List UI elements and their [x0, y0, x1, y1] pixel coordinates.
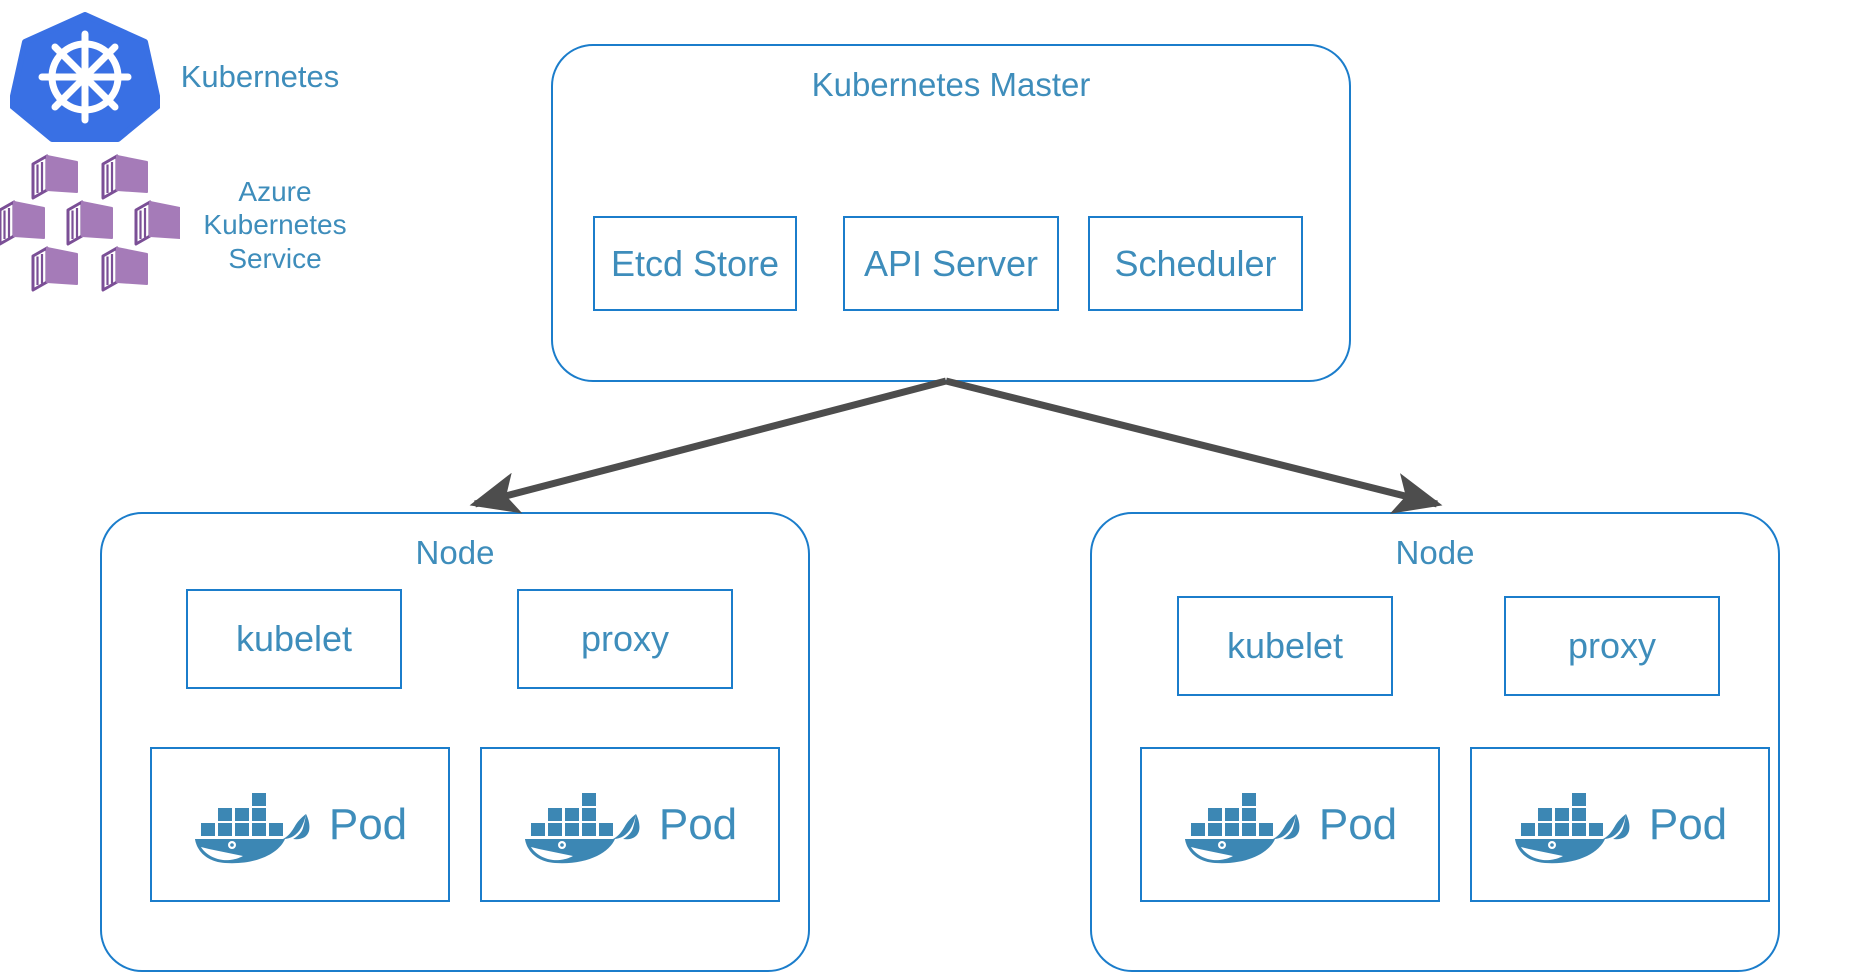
docker-whale-icon — [1514, 792, 1630, 863]
pod-box-right-1[interactable]: Pod — [1140, 747, 1440, 902]
kubernetes-logo-icon — [10, 12, 160, 142]
pod-box-right-2[interactable]: Pod — [1470, 747, 1770, 902]
docker-whale-icon — [1184, 792, 1300, 863]
master-component-etcd-store[interactable]: Etcd Store — [593, 216, 797, 311]
azure-kubernetes-service-icon — [0, 154, 180, 292]
arrow-master-to-node-left — [469, 377, 947, 514]
kubernetes-master-title: Kubernetes Master — [811, 66, 1091, 103]
master-component-label: API Server — [863, 242, 1039, 284]
pod-label: Pod — [1648, 799, 1728, 849]
legend-label-kubernetes: Kubernetes — [180, 58, 340, 94]
master-component-scheduler[interactable]: Scheduler — [1088, 216, 1303, 311]
docker-whale-icon — [194, 792, 310, 863]
pod-label: Pod — [658, 799, 738, 849]
pod-label: Pod — [1318, 799, 1398, 849]
node-group-left: Node kubelet proxy — [100, 512, 810, 972]
node-agent-kubelet-left[interactable]: kubelet — [186, 589, 402, 689]
node-agent-proxy-left[interactable]: proxy — [517, 589, 733, 689]
node-agent-label: proxy — [580, 618, 670, 659]
node-agent-proxy-right[interactable]: proxy — [1504, 596, 1720, 696]
node-agent-label: kubelet — [235, 618, 353, 659]
legend-item-aks: Azure Kubernetes Service — [0, 150, 370, 300]
node-agent-label: kubelet — [1226, 625, 1344, 666]
legend-label-aks: Azure Kubernetes Service — [203, 176, 347, 274]
master-component-label: Etcd Store — [610, 242, 780, 284]
docker-whale-icon — [524, 792, 640, 863]
master-component-label: Scheduler — [1114, 242, 1277, 284]
node-agent-label: proxy — [1567, 625, 1657, 666]
node-title-right: Node — [1395, 534, 1475, 571]
pod-label: Pod — [328, 799, 408, 849]
master-component-api-server[interactable]: API Server — [843, 216, 1059, 311]
arrow-master-to-node-right — [945, 377, 1443, 514]
pod-box-left-2[interactable]: Pod — [480, 747, 780, 902]
node-agent-kubelet-right[interactable]: kubelet — [1177, 596, 1393, 696]
node-group-right: Node kubelet proxy — [1090, 512, 1780, 972]
node-title-left: Node — [415, 534, 495, 571]
legend-item-kubernetes: Kubernetes — [10, 12, 360, 142]
pod-box-left-1[interactable]: Pod — [150, 747, 450, 902]
kubernetes-master-group: Kubernetes Master Etcd Store API Server … — [551, 44, 1351, 382]
